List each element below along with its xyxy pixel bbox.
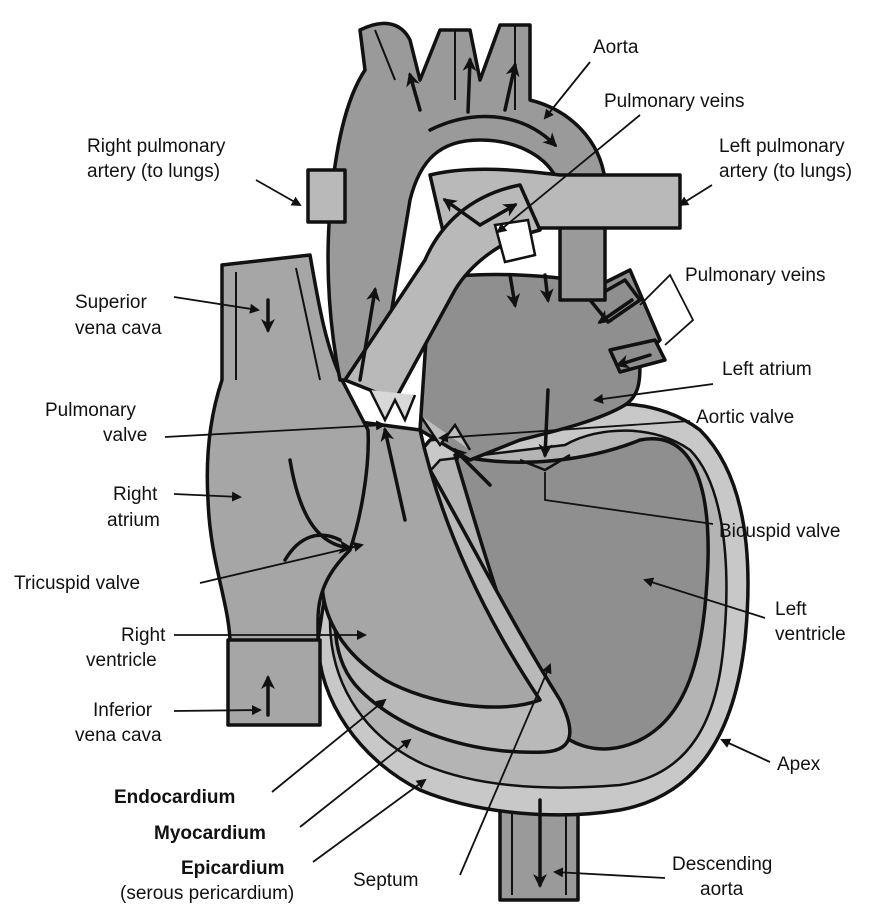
label-pulmonary-valve-1: Pulmonary [45, 400, 136, 421]
label-aortic-valve: Aortic valve [696, 407, 794, 428]
label-descending-aorta-2: aorta [700, 879, 744, 900]
label-descending-aorta-1: Descending [672, 854, 772, 875]
inferior-vena-cava-shape [228, 640, 320, 725]
label-tricuspid-valve: Tricuspid valve [14, 573, 140, 594]
label-pulmonary-veins-right: Pulmonary veins [685, 265, 825, 286]
label-left-atrium: Left atrium [722, 359, 812, 380]
label-inferior-vena-cava-2: vena cava [75, 725, 162, 746]
label-right-ventricle-2: ventricle [86, 650, 157, 671]
label-endocardium: Endocardium [114, 787, 235, 808]
label-left-pulmonary-artery-1: Left pulmonary [719, 136, 845, 157]
label-right-ventricle-1: Right [121, 625, 166, 646]
label-septum: Septum [353, 870, 418, 891]
label-bicuspid-valve: Bicuspid valve [719, 521, 840, 542]
label-left-ventricle-1: Left [775, 599, 807, 620]
label-superior-vena-cava-2: vena cava [75, 318, 162, 339]
label-left-pulmonary-artery-2: artery (to lungs) [719, 161, 852, 182]
label-right-pulmonary-artery-2: artery (to lungs) [87, 161, 220, 182]
label-inferior-vena-cava-1: Inferior [93, 700, 153, 721]
label-aorta: Aorta [593, 37, 639, 58]
label-apex: Apex [777, 754, 821, 775]
right-pulmonary-artery-shape [308, 170, 345, 222]
label-pulmonary-veins-top: Pulmonary veins [604, 91, 744, 112]
label-right-atrium-2: atrium [107, 510, 160, 531]
label-epicardium: Epicardium [181, 858, 284, 879]
label-pulmonary-valve-2: valve [103, 425, 147, 446]
label-superior-vena-cava-1: Superior [75, 292, 147, 313]
label-right-atrium-1: Right [113, 484, 158, 505]
label-myocardium: Myocardium [154, 823, 266, 844]
label-serous-pericardium: (serous pericardium) [120, 883, 294, 904]
label-right-pulmonary-artery-1: Right pulmonary [87, 136, 226, 157]
label-left-ventricle-2: ventricle [775, 624, 846, 645]
